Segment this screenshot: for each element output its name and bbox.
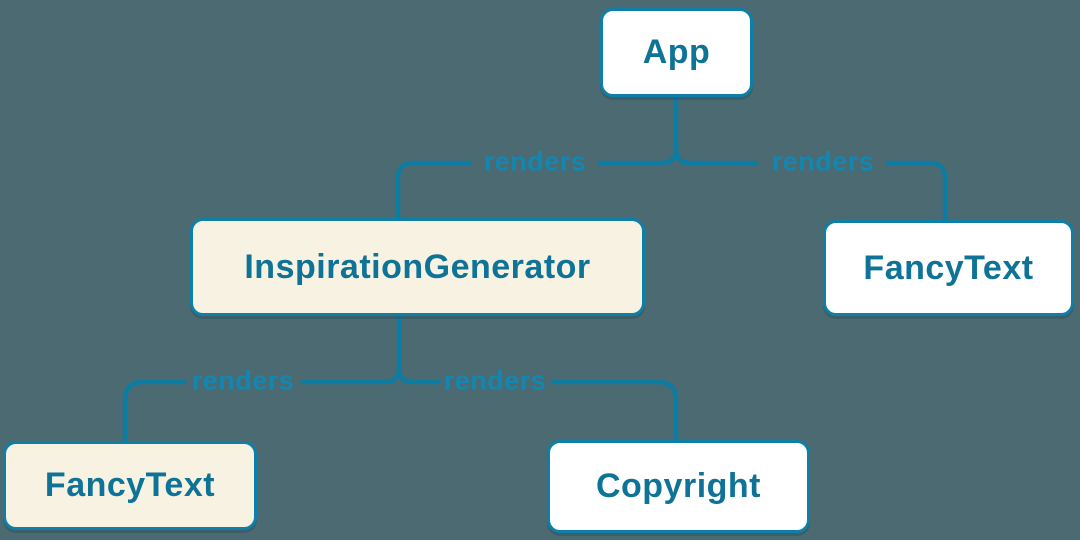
node-inspiration-generator-label: InspirationGenerator [244,247,591,286]
node-fancy-text-right: FancyText [823,220,1074,316]
edge-inspiration-generator-to-copyright [396,365,679,443]
node-app: App [600,8,753,97]
node-inspiration-generator: InspirationGenerator [190,218,645,316]
node-fancy-text-right-label: FancyText [863,248,1034,287]
edge-app-to-fancy-text [673,146,948,223]
node-fancy-text-left-label: FancyText [44,466,216,504]
node-copyright-label: Copyright [595,467,762,505]
node-copyright: Copyright [547,440,810,533]
node-fancy-text-left: FancyText [3,441,257,530]
edge-label-renders-3: renders [191,365,295,396]
edge-label-renders-1: renders [483,146,587,177]
node-app-label: App [642,33,711,71]
edge-label-renders-4: renders [443,365,547,396]
edge-label-renders-2: renders [771,146,875,177]
